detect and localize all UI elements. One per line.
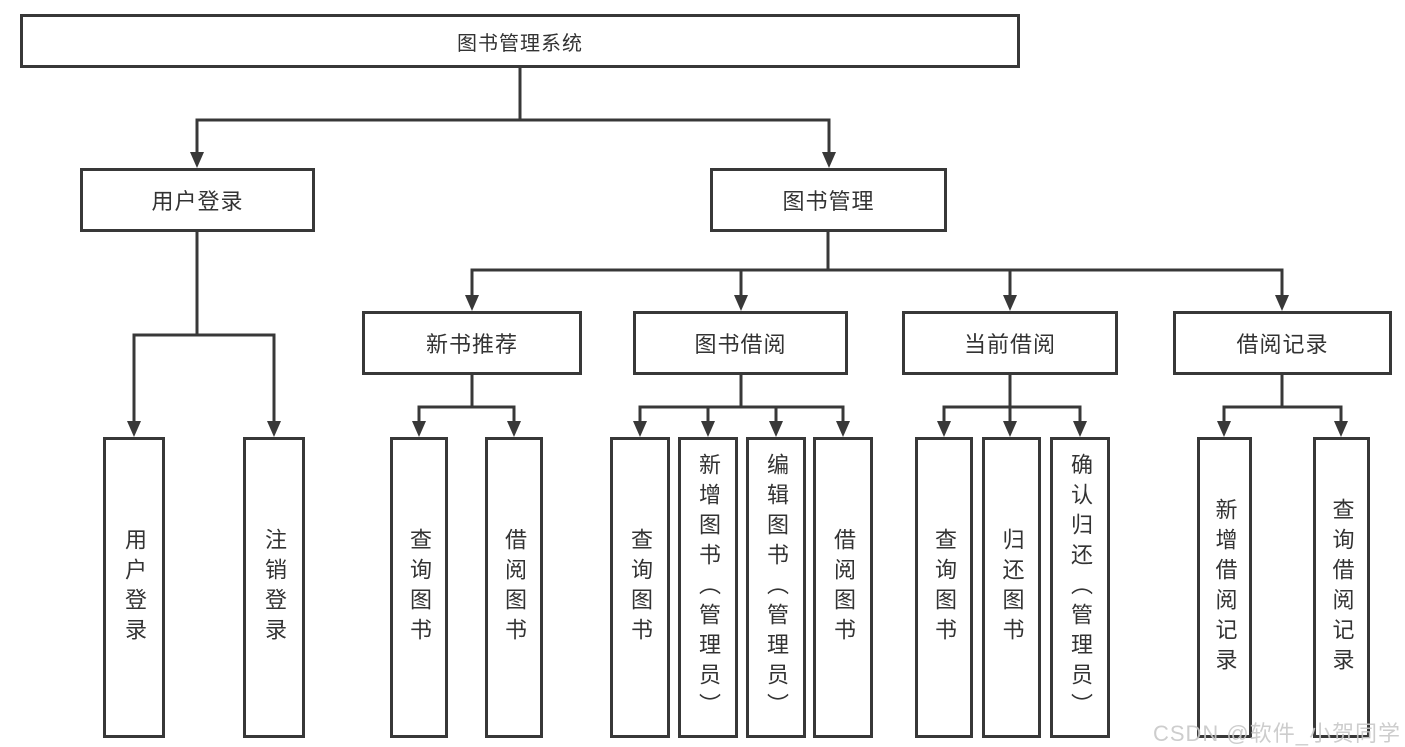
arrowheads <box>127 152 1348 437</box>
node-book-management-label: 图书管理 <box>782 189 875 214</box>
leaf-borrow-books-recommend: 借阅图书 <box>485 437 543 738</box>
leaf-borrow-books-borrow-label: 借阅图书 <box>831 527 856 648</box>
node-user-login-label: 用户登录 <box>151 189 244 214</box>
node-borrow-records: 借阅记录 <box>1173 311 1392 375</box>
leaf-query-books-current: 查询图书 <box>915 437 973 738</box>
leaf-add-books-admin: 新增图书（管理员） <box>678 437 738 738</box>
leaf-query-borrow-record-label: 查询借阅记录 <box>1329 497 1355 678</box>
leaf-add-borrow-record-label: 新增借阅记录 <box>1212 497 1238 678</box>
leaf-return-books-label: 归还图书 <box>999 527 1025 648</box>
node-book-borrow-label: 图书借阅 <box>694 332 787 357</box>
node-system-root: 图书管理系统 <box>20 14 1020 68</box>
leaf-user-login: 用户登录 <box>103 437 165 738</box>
leaf-query-books-current-label: 查询图书 <box>932 527 957 648</box>
leaf-query-books-borrow-label: 查询图书 <box>628 527 653 648</box>
leaf-logout: 注销登录 <box>243 437 305 738</box>
leaf-borrow-books-borrow: 借阅图书 <box>813 437 873 738</box>
leaf-query-books-recommend-label: 查询图书 <box>407 527 432 648</box>
node-user-login: 用户登录 <box>80 168 315 232</box>
node-borrow-records-label: 借阅记录 <box>1236 332 1329 357</box>
leaf-edit-books-admin: 编辑图书（管理员） <box>746 437 806 738</box>
leaf-logout-label: 注销登录 <box>262 527 287 648</box>
node-book-borrow: 图书借阅 <box>633 311 848 375</box>
leaf-query-books-borrow: 查询图书 <box>610 437 670 738</box>
leaf-user-login-label: 用户登录 <box>122 527 147 648</box>
node-book-management: 图书管理 <box>710 168 947 232</box>
node-current-borrow: 当前借阅 <box>902 311 1118 375</box>
leaf-add-borrow-record: 新增借阅记录 <box>1197 437 1252 738</box>
leaf-return-books: 归还图书 <box>982 437 1041 738</box>
node-new-book-recommend-label: 新书推荐 <box>425 332 518 357</box>
watermark-text: CSDN @软件_小贺同学 <box>1152 721 1401 746</box>
node-new-book-recommend: 新书推荐 <box>362 311 582 375</box>
leaf-add-books-admin-label: 新增图书（管理员） <box>696 452 721 723</box>
node-system-root-label: 图书管理系统 <box>457 32 583 55</box>
leaf-confirm-return-admin-label: 确认归还（管理员） <box>1068 452 1093 723</box>
leaf-edit-books-admin-label: 编辑图书（管理员） <box>764 452 789 723</box>
leaf-borrow-books-recommend-label: 借阅图书 <box>502 527 527 648</box>
leaf-query-borrow-record: 查询借阅记录 <box>1313 437 1370 738</box>
leaf-query-books-recommend: 查询图书 <box>390 437 448 738</box>
node-current-borrow-label: 当前借阅 <box>963 332 1056 357</box>
leaf-confirm-return-admin: 确认归还（管理员） <box>1050 437 1110 738</box>
